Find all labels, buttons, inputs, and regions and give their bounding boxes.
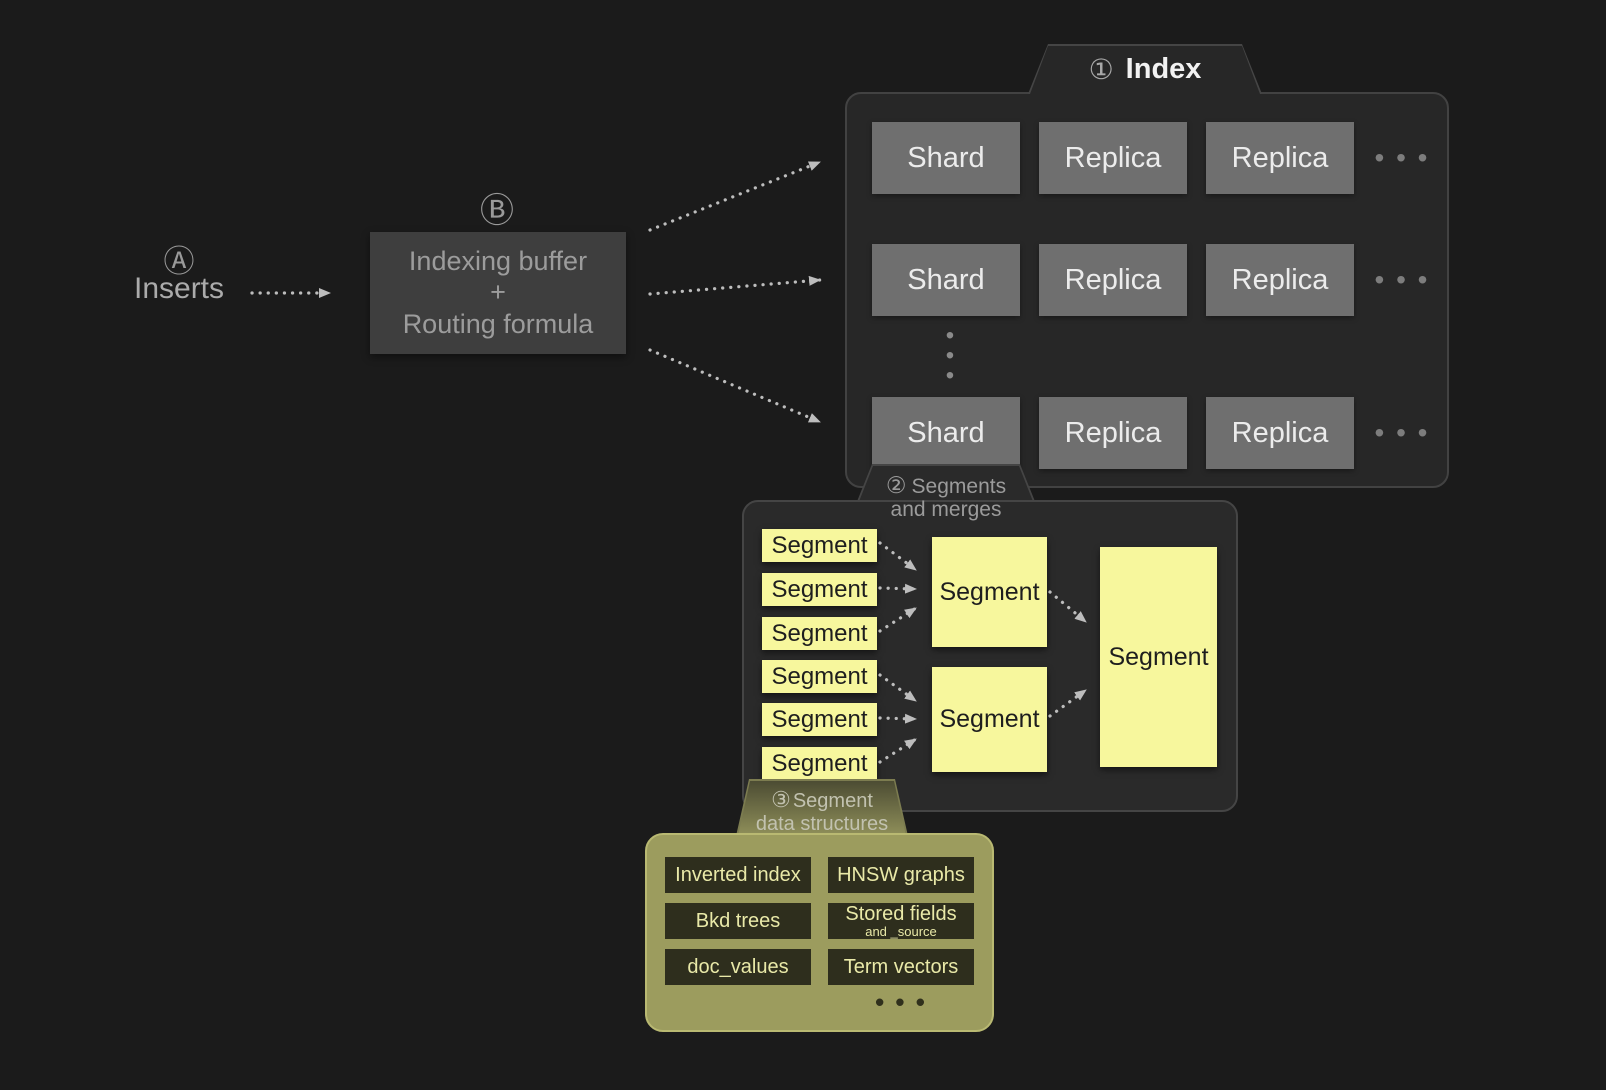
arrow-buffer-to-shard-row3: [648, 348, 822, 424]
row-ellipsis: • • •: [1374, 264, 1430, 295]
segments-badge: ②: [885, 472, 907, 498]
inserts-badge: Ⓐ: [163, 244, 195, 279]
arrow-buffer-to-shard-row1: [648, 160, 822, 232]
structure-label: HNSW graphs: [837, 863, 965, 886]
vertical-ellipsis: • • •: [945, 322, 955, 389]
segment-final: Segment: [1100, 547, 1217, 767]
structures-ellipsis: • • •: [875, 987, 927, 1017]
replica-cell: Replica: [1039, 397, 1187, 469]
segments-title-line2: and merges: [890, 497, 1002, 521]
replica-cell: Replica: [1039, 122, 1187, 194]
structure-term-vectors: Term vectors: [828, 949, 974, 985]
index-container: Shard Replica Replica • • • Shard Replic…: [845, 92, 1449, 488]
inserts-label: Inserts: [133, 272, 225, 305]
structure-label: Inverted index: [675, 863, 801, 886]
index-tab-fill: [1030, 46, 1260, 94]
structures-tab: [736, 779, 908, 836]
structures-badge: ③: [771, 787, 791, 812]
shard-cell: Shard: [872, 397, 1020, 469]
arrow-buffer-to-shard-row2: [648, 275, 822, 296]
structure-stored-fields: Stored fields and _source: [828, 903, 974, 939]
structures-title-line1: Segment: [792, 790, 873, 812]
segments-tab: [856, 464, 1036, 504]
structures-title-line2: data structures: [755, 812, 889, 835]
index-tab-title: ① Index: [1028, 44, 1262, 94]
indexing-buffer-box: Indexing buffer + Routing formula: [370, 232, 626, 354]
row-ellipsis: • • •: [1374, 417, 1430, 448]
structure-label: Bkd trees: [695, 909, 781, 932]
structure-label: Stored fields: [845, 903, 957, 926]
structure-inverted-index: Inverted index: [665, 857, 811, 893]
shard-cell: Shard: [872, 122, 1020, 194]
segment-merged: Segment: [932, 667, 1047, 772]
structures-tab-fill: [738, 781, 906, 836]
buffer-badge: Ⓑ: [480, 192, 514, 230]
segments-title-line1: Segments: [911, 475, 1007, 498]
buffer-line-1: Indexing buffer: [408, 246, 588, 277]
replica-cell: Replica: [1039, 244, 1187, 316]
row-ellipsis: • • •: [1374, 142, 1430, 173]
structure-bkd-trees: Bkd trees: [665, 903, 811, 939]
buffer-line-3: Routing formula: [402, 308, 594, 339]
segment-source: Segment: [762, 529, 877, 562]
segments-container: Segment Segment Segment Segment Segment …: [742, 500, 1238, 812]
structures-container: Inverted index HNSW graphs Bkd trees Sto…: [645, 833, 994, 1032]
segment-merged: Segment: [932, 537, 1047, 647]
shard-cell: Shard: [872, 244, 1020, 316]
index-title: Index: [1125, 52, 1202, 85]
segment-source: Segment: [762, 747, 877, 780]
segment-source: Segment: [762, 617, 877, 650]
structure-hnsw-graphs: HNSW graphs: [828, 857, 974, 893]
structure-label: Term vectors: [843, 955, 959, 978]
replica-cell: Replica: [1206, 122, 1354, 194]
segment-source: Segment: [762, 660, 877, 693]
structure-doc-values: doc_values: [665, 949, 811, 985]
structure-sublabel: and _source: [865, 923, 937, 939]
index-tab: [1028, 44, 1262, 94]
replica-cell: Replica: [1206, 244, 1354, 316]
segment-source: Segment: [762, 703, 877, 736]
buffer-line-2: +: [490, 277, 506, 308]
index-badge: ①: [1088, 53, 1114, 85]
segments-tab-fill: [858, 466, 1034, 504]
structure-label: doc_values: [687, 955, 789, 978]
segment-source: Segment: [762, 573, 877, 606]
replica-cell: Replica: [1206, 397, 1354, 469]
